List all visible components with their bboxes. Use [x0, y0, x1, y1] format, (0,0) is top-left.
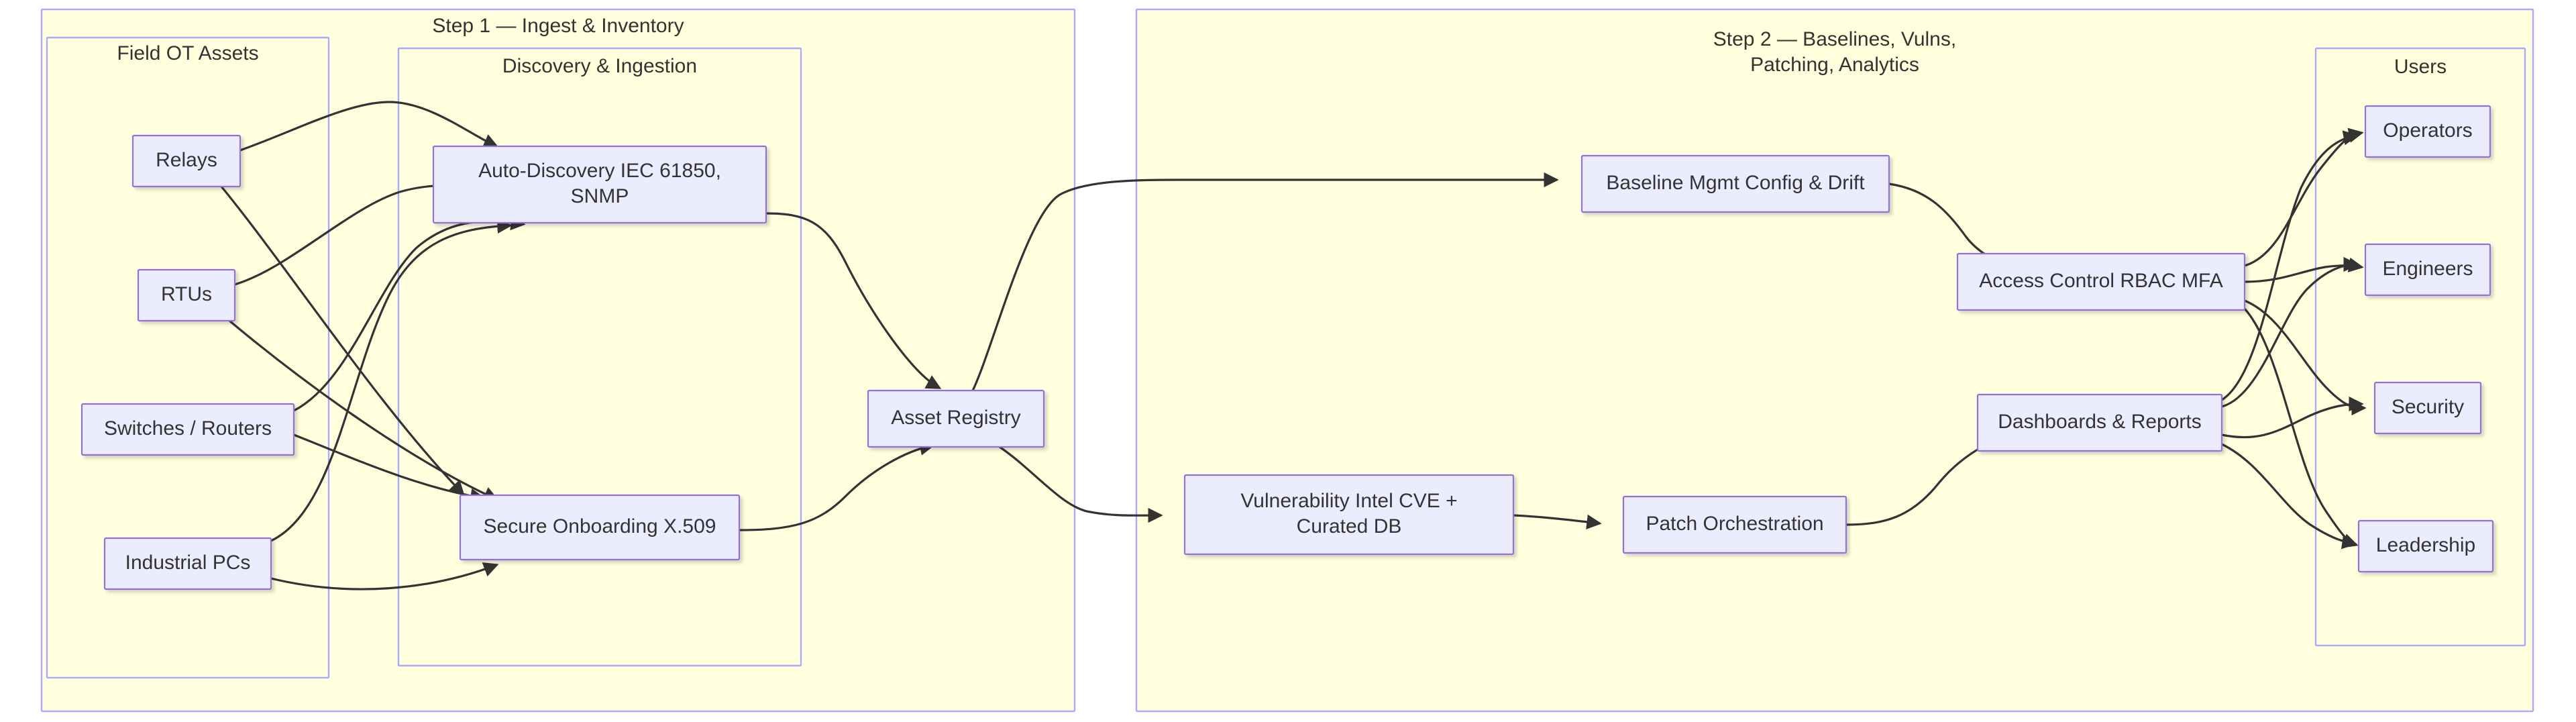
node-box-vulnintel[interactable] [1183, 474, 1515, 556]
node-label-indpcs: Industrial PCs [125, 552, 251, 574]
edge-relays-to-onboard [220, 185, 465, 496]
node-label-access: Access Control RBAC MFA [1979, 270, 2222, 292]
node-label-patch: Patch Orchestration [1646, 513, 1823, 535]
node-box-registry[interactable] [867, 389, 1045, 448]
node-box-switches[interactable] [80, 403, 295, 456]
edge-dashboards-to-security [2220, 396, 2364, 439]
edge-autodisc-to-registry [765, 212, 942, 389]
node-leadership[interactable]: Leadership [2357, 519, 2494, 573]
node-label-vulnintel: Curated DB [1297, 515, 1402, 537]
node-engineers[interactable]: Engineers [2364, 243, 2491, 297]
node-security[interactable]: Security [2373, 381, 2482, 435]
cluster-label-users: Users [2394, 56, 2447, 78]
node-label-switches: Switches / Routers [104, 417, 272, 440]
node-box-leadership[interactable] [2357, 519, 2494, 573]
node-box-autodisc[interactable] [432, 145, 767, 224]
node-label-rtus: RTUs [161, 283, 212, 305]
edge-onboard-to-registry [738, 440, 935, 531]
cluster-label-field_ot: Field OT Assets [117, 42, 258, 64]
edge-relays-to-autodisc [239, 101, 499, 152]
cluster-box-field_ot [46, 36, 330, 679]
node-label-autodisc: Auto-Discovery IEC 61850, [478, 160, 721, 182]
node-box-engineers[interactable] [2364, 243, 2491, 297]
cluster-label-step1: Step 1 — Ingest & Inventory [432, 15, 684, 37]
node-patch[interactable]: Patch Orchestration [1622, 495, 1847, 554]
edge-dashboards-to-leadership [2220, 443, 2357, 550]
node-label-relays: Relays [156, 149, 217, 171]
node-rtus[interactable]: RTUs [137, 268, 236, 322]
node-box-indpcs[interactable] [103, 537, 272, 590]
node-box-operators[interactable] [2364, 105, 2491, 158]
edge-dashboards-to-engineers [2220, 256, 2359, 408]
node-label-dashboards: Dashboards & Reports [1998, 411, 2202, 433]
cluster-label-step2: Step 2 — Baselines, Vulns, [1713, 28, 1956, 50]
node-label-baseline: Baseline Mgmt Config & Drift [1606, 172, 1865, 194]
node-onboard[interactable]: Secure Onboarding X.509 [459, 494, 741, 561]
cluster-label-discovery: Discovery & Ingestion [502, 55, 697, 77]
node-baseline[interactable]: Baseline Mgmt Config & Drift [1580, 154, 1890, 213]
node-box-patch[interactable] [1622, 495, 1847, 554]
node-relays[interactable]: Relays [131, 134, 241, 188]
node-operators[interactable]: Operators [2364, 105, 2491, 158]
edge-registry-to-baseline [971, 172, 1559, 392]
node-dashboards[interactable]: Dashboards & Reports [1976, 393, 2223, 452]
node-label-operators: Operators [2383, 119, 2472, 142]
node-box-access[interactable] [1956, 252, 2246, 311]
node-label-vulnintel: Vulnerability Intel CVE + [1240, 490, 1457, 512]
node-indpcs[interactable]: Industrial PCs [103, 537, 272, 590]
edge-indpcs-to-onboard [270, 562, 499, 590]
node-box-dashboards[interactable] [1976, 393, 2223, 452]
node-autodisc[interactable]: Auto-Discovery IEC 61850, SNMP [432, 145, 767, 224]
node-label-security: Security [2392, 396, 2464, 418]
node-label-leadership: Leadership [2376, 534, 2475, 556]
node-switches[interactable]: Switches / Routers [80, 403, 295, 456]
node-label-engineers: Engineers [2382, 258, 2473, 280]
cluster-box-discovery [397, 47, 802, 667]
cluster-users: Users [2314, 47, 2526, 647]
cluster-box-users [2314, 47, 2526, 647]
cluster-discovery: Discovery & Ingestion [397, 47, 802, 667]
cluster-field_ot: Field OT Assets [46, 36, 330, 679]
edge-indpcs-to-autodisc [270, 218, 513, 542]
node-box-rtus[interactable] [137, 268, 236, 322]
node-box-baseline[interactable] [1580, 154, 1890, 213]
node-label-onboard: Secure Onboarding X.509 [484, 515, 716, 537]
node-access[interactable]: Access Control RBAC MFA [1956, 252, 2246, 311]
edge-switches-to-onboard [292, 433, 486, 504]
node-box-security[interactable] [2373, 381, 2482, 435]
node-vulnintel[interactable]: Vulnerability Intel CVE + Curated DB [1183, 474, 1515, 556]
node-box-onboard[interactable] [459, 494, 741, 561]
edge-vulnintel-to-patch [1512, 514, 1602, 529]
edge-dashboards-to-operators [2220, 130, 2359, 401]
node-registry[interactable]: Asset Registry [867, 389, 1045, 448]
node-label-registry: Asset Registry [891, 407, 1020, 429]
node-box-relays[interactable] [131, 134, 241, 188]
node-label-autodisc: SNMP [571, 185, 629, 207]
edge-registry-to-vulnintel [998, 446, 1163, 523]
edge-rtus-to-onboard [228, 319, 499, 501]
cluster-label-step2: Patching, Analytics [1750, 54, 1919, 76]
